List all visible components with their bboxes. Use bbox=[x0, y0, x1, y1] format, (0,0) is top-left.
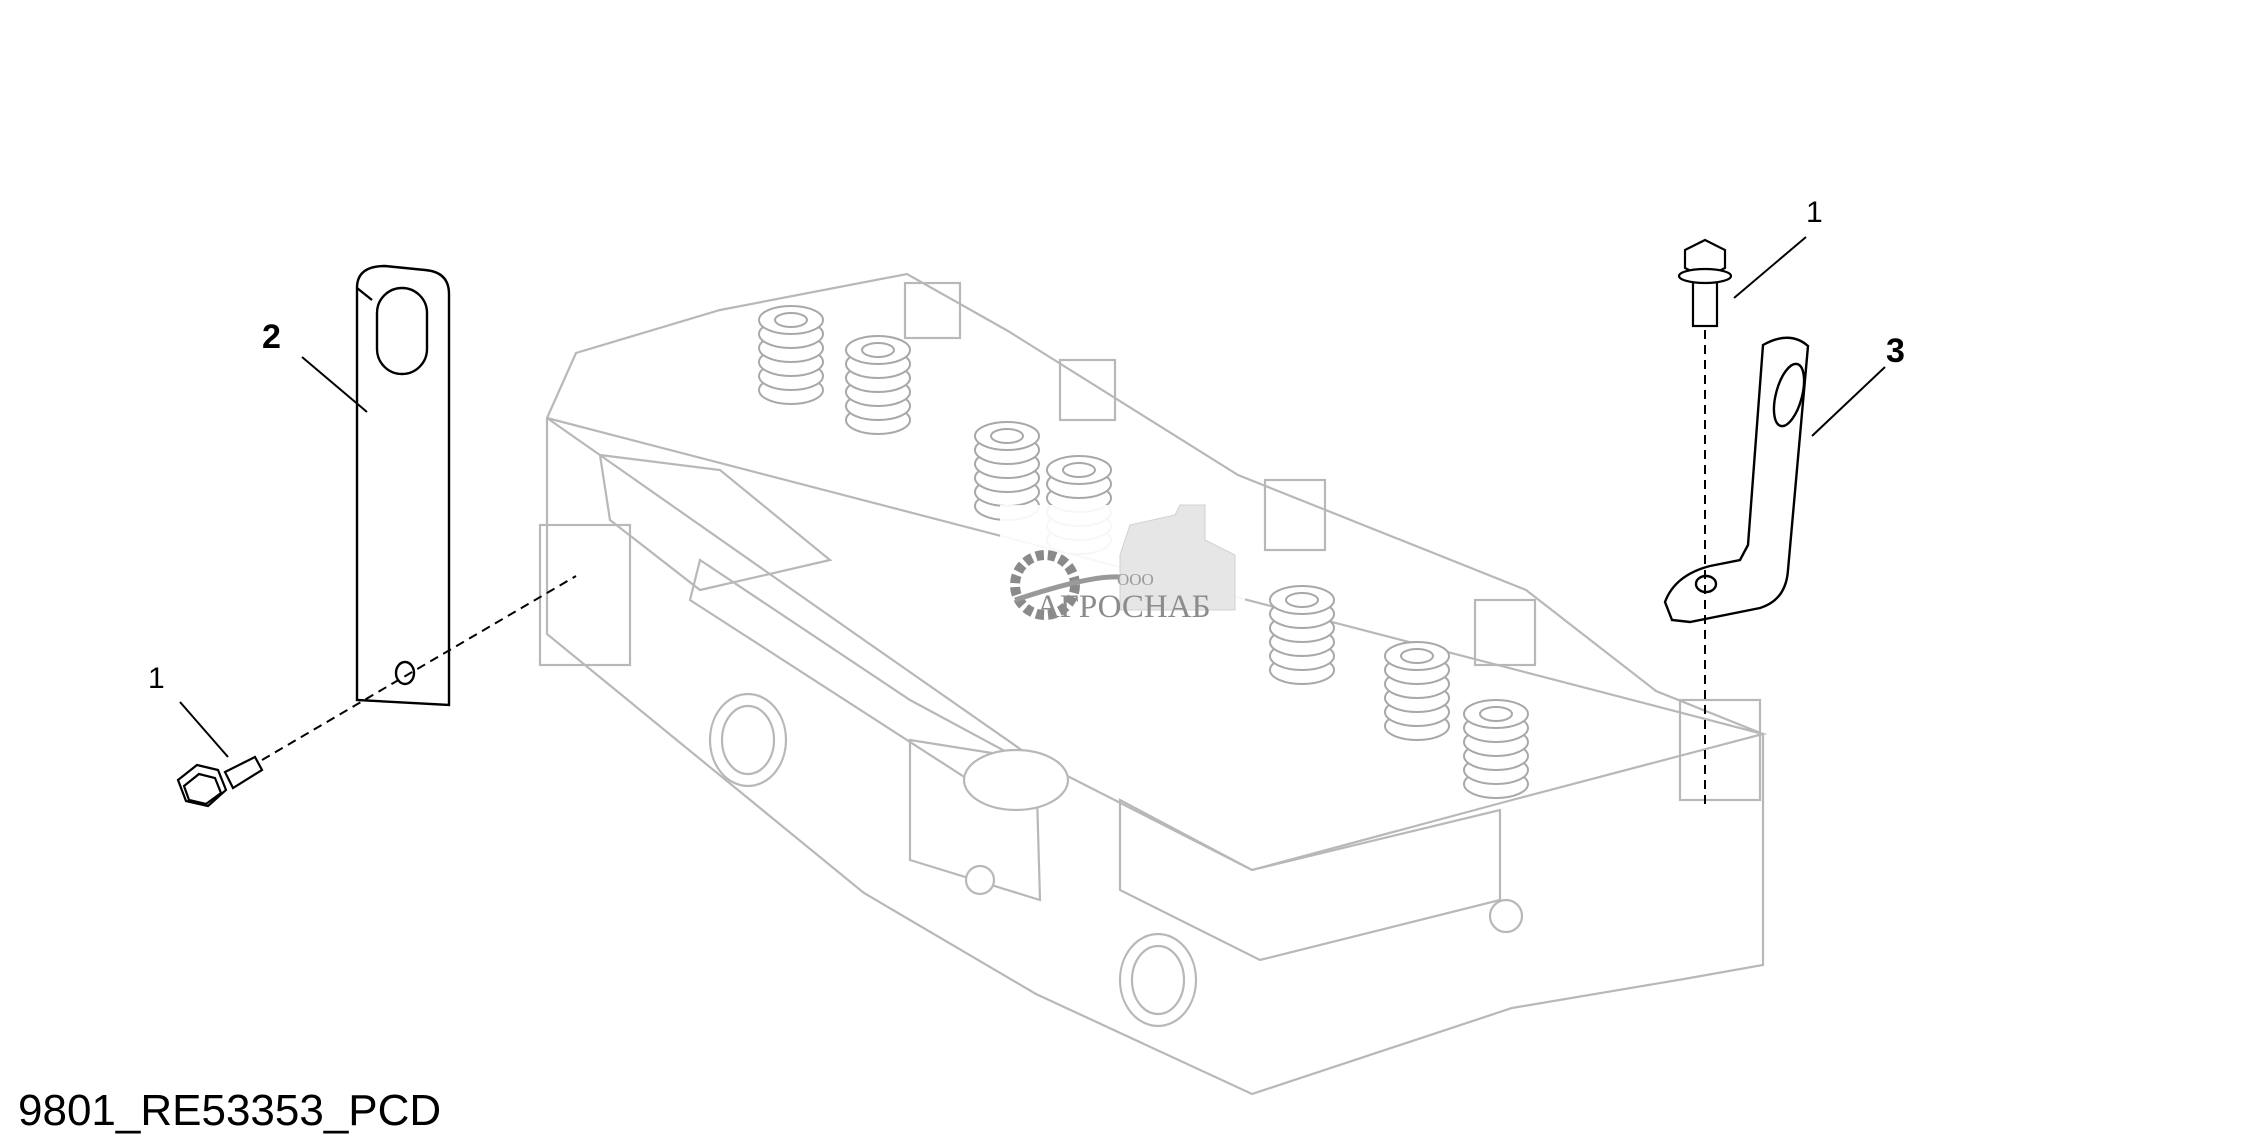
watermark-prefix: ООО bbox=[1117, 570, 1154, 589]
leader-lines bbox=[179, 236, 1886, 758]
callout-bracket-left: 2 bbox=[262, 318, 281, 356]
bolt-right bbox=[1677, 238, 1733, 328]
watermark-logo bbox=[1000, 504, 1245, 640]
document-id: 9801_RE53353_PCD bbox=[18, 1086, 442, 1135]
callout-bolt-right: 1 bbox=[1806, 196, 1823, 229]
cylinder-head bbox=[538, 272, 1768, 1096]
assembly-line-left bbox=[261, 575, 577, 761]
valve-spring bbox=[1463, 699, 1529, 799]
watermark-name: АГРОСНАБ bbox=[1036, 589, 1211, 625]
valve-spring bbox=[1384, 641, 1450, 741]
valve-spring bbox=[845, 335, 911, 435]
bracket-left bbox=[355, 264, 451, 707]
callout-bracket-right: 3 bbox=[1886, 332, 1905, 370]
bolt-left bbox=[176, 755, 264, 808]
callout-bolt-left: 1 bbox=[148, 662, 165, 695]
valve-spring bbox=[1269, 585, 1335, 685]
valve-spring bbox=[758, 305, 824, 405]
valve-spring bbox=[974, 421, 1040, 521]
bracket-right bbox=[1663, 336, 1810, 624]
